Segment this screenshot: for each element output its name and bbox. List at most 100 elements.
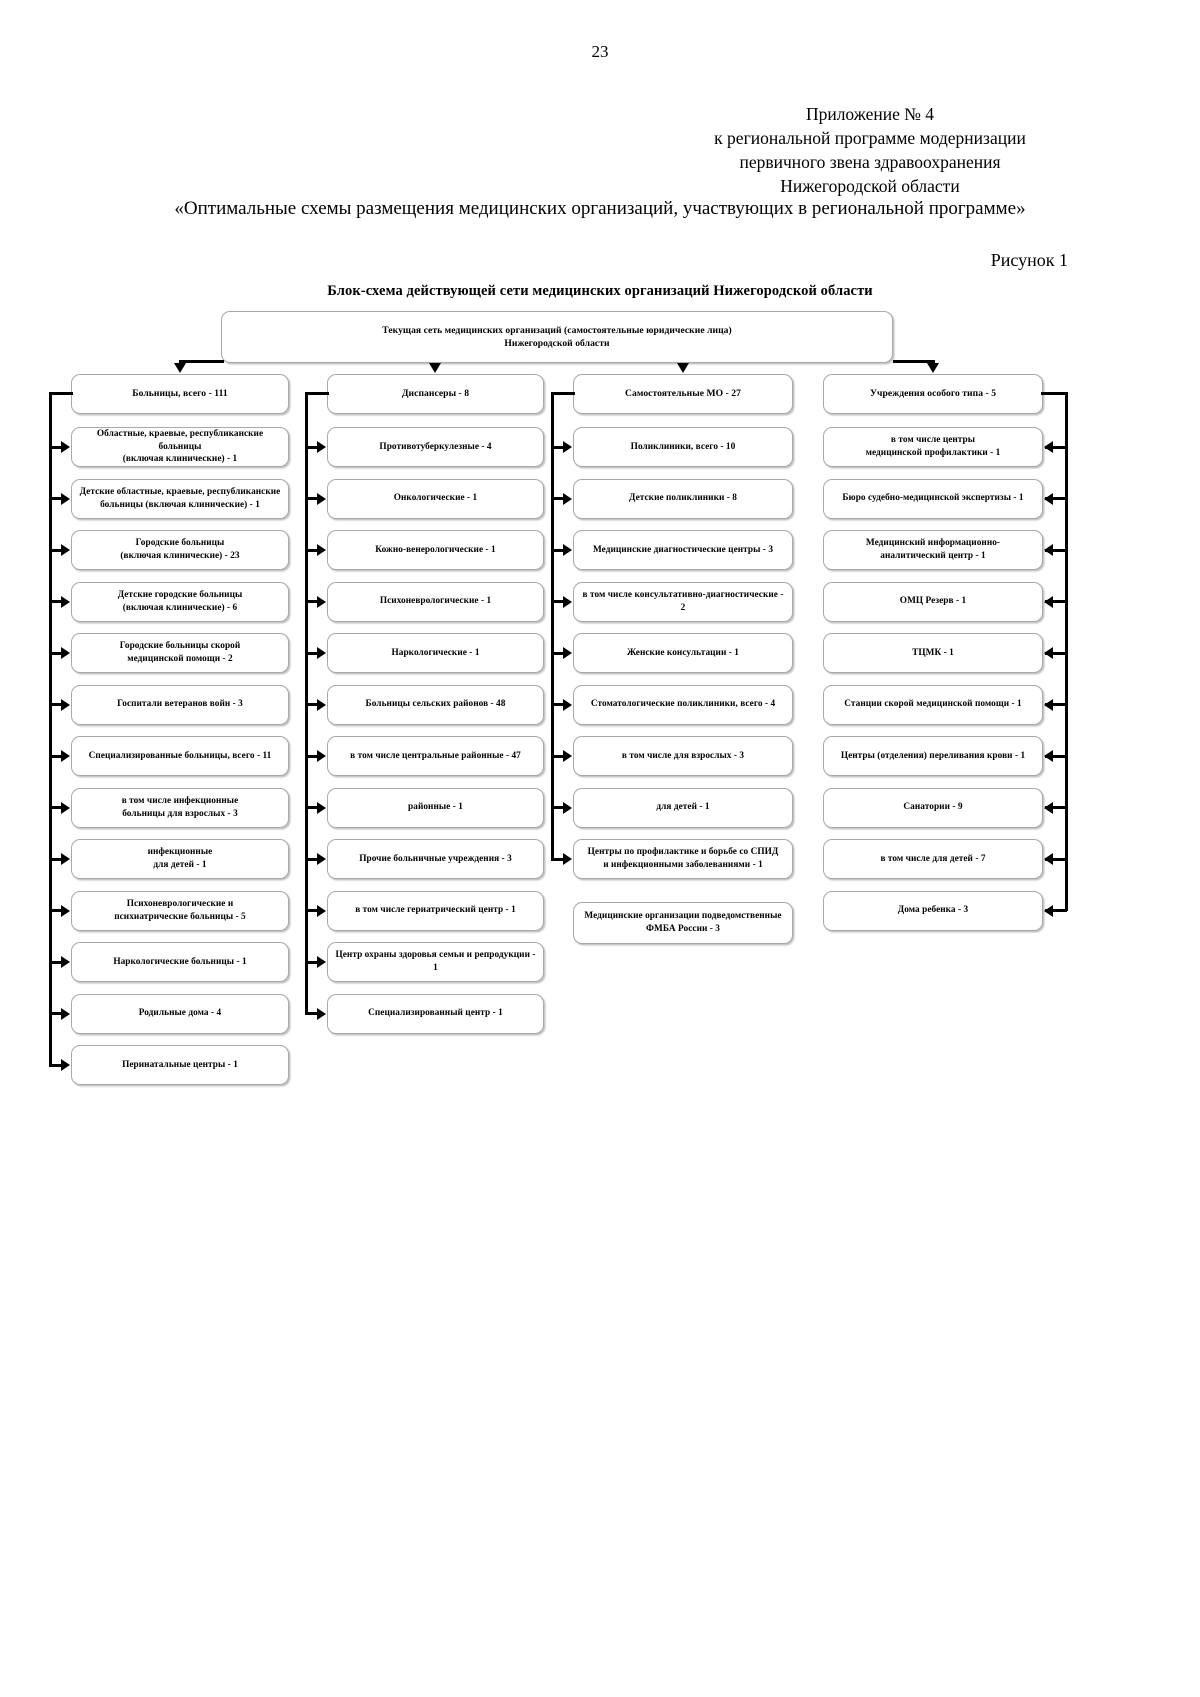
node-special-type-3[interactable]: ОМЦ Резерв - 1 xyxy=(823,581,1043,622)
node-special-type-4[interactable]: ТЦМК - 1 xyxy=(823,633,1043,673)
connector-stub-hospitals-3 xyxy=(49,600,62,603)
node-label-line-2: больницы для взрослых - 3 xyxy=(122,808,238,819)
node-label-line-1: Городские больницы xyxy=(135,538,225,549)
node-label-line-2: ФМБА России - 3 xyxy=(645,923,721,934)
node-independent-mo-7[interactable]: для детей - 1 xyxy=(573,787,793,828)
node-hospitals-5[interactable]: Госпитали ветеранов войн - 3 xyxy=(71,684,289,725)
connector-stub-special-type-5 xyxy=(1045,703,1067,706)
arrow-right-dispensaries-10 xyxy=(317,956,326,968)
node-label-line-1: Детские поликлиники - 8 xyxy=(629,493,737,504)
connector-bus-hook-dispensaries xyxy=(305,392,329,395)
node-label-line-1: Наркологические - 1 xyxy=(391,647,480,658)
node-hospitals-3[interactable]: Детские городские больницы(включая клини… xyxy=(71,581,289,622)
page-number: 23 xyxy=(591,42,609,61)
node-independent-mo-5[interactable]: Стоматологические поликлиники, всего - 4 xyxy=(573,684,793,725)
node-independent-mo-1[interactable]: Детские поликлиники - 8 xyxy=(573,478,793,519)
node-label-line-1: в том числе консультативно-диагностическ… xyxy=(582,589,784,613)
node-dispensaries-3[interactable]: Психоневрологические - 1 xyxy=(327,581,544,622)
node-dispensaries-6[interactable]: в том числе центральные районные - 47 xyxy=(327,736,544,776)
node-label-line-2: (включая клинические) - 6 xyxy=(122,602,238,613)
connector-bus-dispensaries xyxy=(305,392,308,1014)
arrow-right-hospitals-4 xyxy=(61,647,70,659)
node-independent-mo-detached[interactable]: Медицинские организации подведомственные… xyxy=(573,901,793,944)
connector-stub-hospitals-10 xyxy=(49,960,62,964)
chart-title: Блок-схема действующей сети медицинских … xyxy=(327,283,873,299)
node-special-type-7[interactable]: Санатории - 9 xyxy=(823,787,1043,828)
node-independent-mo-4[interactable]: Женские консультации - 1 xyxy=(573,633,793,673)
node-special-type-5[interactable]: Станции скорой медицинской помощи - 1 xyxy=(823,684,1043,725)
arrow-right-independent-mo-3 xyxy=(563,595,572,608)
connector-stub-dispensaries-8 xyxy=(305,857,318,861)
node-label-line-1: Медицинский информационно- xyxy=(865,538,1001,549)
connector-stub-dispensaries-3 xyxy=(305,600,318,603)
node-dispensaries-7[interactable]: районные - 1 xyxy=(327,787,544,828)
node-hospitals-2[interactable]: Городские больницы (включая клинические) … xyxy=(71,530,289,570)
node-label-line-1: Больницы, всего - 111 xyxy=(132,388,228,400)
arrow-left-special-type-9 xyxy=(1044,904,1053,917)
arrow-right-hospitals-2 xyxy=(61,544,70,556)
node-hospitals-10[interactable]: Наркологические больницы - 1 xyxy=(71,942,289,982)
connector-stub-independent-mo-2 xyxy=(551,548,564,552)
node-dispensaries-9[interactable]: в том числе гериатрический центр - 1 xyxy=(327,890,544,931)
arrow-right-independent-mo-2 xyxy=(563,544,572,556)
node-label-line-1: Центры (отделения) переливания крови - 1 xyxy=(840,750,1026,761)
node-hospitals-11[interactable]: Родильные дома - 4 xyxy=(71,993,289,1034)
arrow-left-special-type-3 xyxy=(1044,595,1053,608)
node-label-line-1: Бюро судебно-медицинской экспертизы - 1 xyxy=(842,493,1024,504)
node-special-type-8[interactable]: в том числе для детей - 7 xyxy=(823,839,1043,879)
connector-stub-hospitals-8 xyxy=(49,857,62,861)
node-label-line-2: (включая клинические) - 23 xyxy=(120,551,240,561)
node-label-line-1: Санатории - 9 xyxy=(903,802,963,813)
arrow-right-dispensaries-3 xyxy=(317,595,326,608)
column-head-hospitals[interactable]: Больницы, всего - 111 xyxy=(71,374,289,414)
column-head-dispensaries[interactable]: Диспансеры - 8 xyxy=(327,374,544,414)
node-dispensaries-0[interactable]: Противотуберкулезные - 4 xyxy=(327,427,544,467)
node-independent-mo-6[interactable]: в том числе для взрослых - 3 xyxy=(573,736,793,776)
node-dispensaries-2[interactable]: Кожно-венерологические - 1 xyxy=(327,530,544,570)
connector-stub-hospitals-1 xyxy=(49,497,62,500)
root-node[interactable]: Текущая сеть медицинских организаций (са… xyxy=(221,311,893,363)
node-special-type-1[interactable]: Бюро судебно-медицинской экспертизы - 1 xyxy=(823,478,1043,519)
node-hospitals-12[interactable]: Перинатальные центры - 1 xyxy=(71,1045,289,1085)
node-independent-mo-3[interactable]: в том числе консультативно-диагностическ… xyxy=(573,581,793,622)
node-dispensaries-10[interactable]: Центр охраны здоровья семьи и репродукци… xyxy=(327,942,544,982)
node-hospitals-6[interactable]: Специализированные больницы, всего - 11 xyxy=(71,736,289,776)
node-independent-mo-2[interactable]: Медицинские диагностические центры - 3 xyxy=(573,530,793,570)
connector-bus-hospitals xyxy=(49,392,52,1065)
connector-stub-independent-mo-5 xyxy=(551,703,564,706)
node-special-type-6[interactable]: Центры (отделения) переливания крови - 1 xyxy=(823,736,1043,776)
node-dispensaries-1[interactable]: Онкологические - 1 xyxy=(327,478,544,519)
node-label-line-1: Родильные дома - 4 xyxy=(138,1008,222,1019)
node-dispensaries-11[interactable]: Специализированный центр - 1 xyxy=(327,993,544,1034)
node-hospitals-0[interactable]: Областные, краевые, республиканские боль… xyxy=(71,427,289,467)
node-special-type-9[interactable]: Дома ребенка - 3 xyxy=(823,890,1043,931)
appendix-line-2: к региональной программе модернизации xyxy=(714,127,1026,148)
connector-stub-special-type-1 xyxy=(1045,497,1067,500)
arrow-right-dispensaries-0 xyxy=(317,441,326,453)
column-head-special-type[interactable]: Учреждения особого типа - 5 xyxy=(823,374,1043,414)
arrow-right-independent-mo-1 xyxy=(563,492,572,505)
connector-stub-independent-mo-6 xyxy=(551,754,564,758)
node-dispensaries-8[interactable]: Прочие больничные учреждения - 3 xyxy=(327,839,544,879)
column-head-independent-mo[interactable]: Самостоятельные МО - 27 xyxy=(573,374,793,414)
node-special-type-2[interactable]: Медицинский информационно-аналитический … xyxy=(823,530,1043,570)
connector-stub-special-type-3 xyxy=(1045,600,1067,603)
node-independent-mo-0[interactable]: Поликлиники, всего - 10 xyxy=(573,427,793,467)
node-label-line-1: Центры по профилактике и борьбе со СПИД xyxy=(587,847,779,858)
node-dispensaries-5[interactable]: Больницы сельских районов - 48 xyxy=(327,684,544,725)
arrow-right-dispensaries-8 xyxy=(317,853,326,865)
node-hospitals-1[interactable]: Детские областные, краевые, республиканс… xyxy=(71,478,289,519)
connector-stub-special-type-4 xyxy=(1045,651,1067,655)
node-dispensaries-4[interactable]: Наркологические - 1 xyxy=(327,633,544,673)
connector-stub-special-type-6 xyxy=(1045,754,1067,758)
arrow-right-independent-mo-6 xyxy=(563,750,572,762)
connector-stub-dispensaries-5 xyxy=(305,703,318,706)
